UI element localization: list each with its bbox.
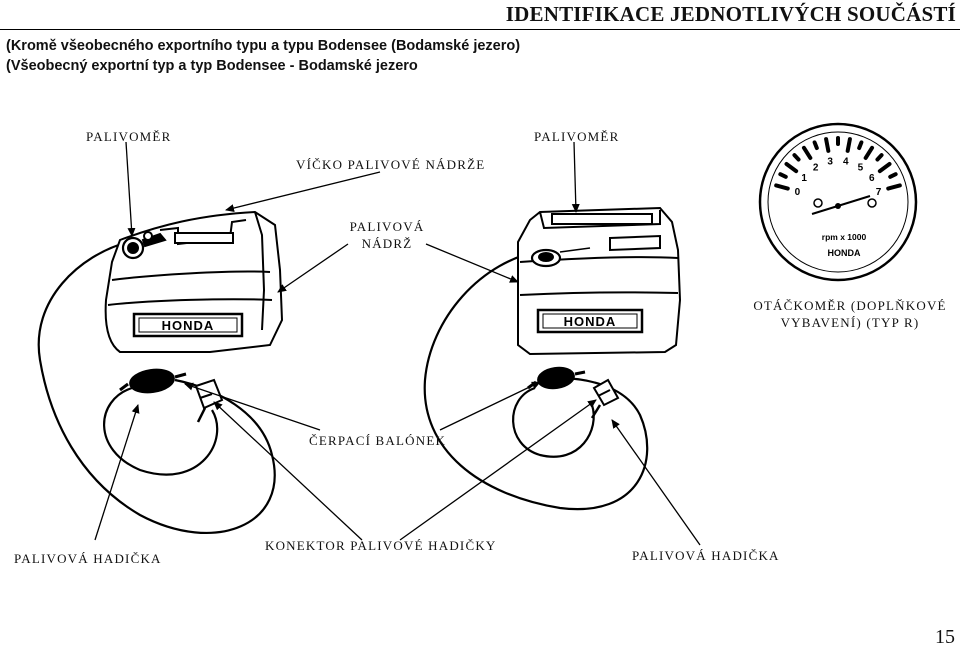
- page-number: 15: [935, 626, 955, 648]
- subtitle-line-1: (Kromě všeobecného exportního typu a typ…: [6, 38, 521, 54]
- label-fuel-gauge-right: PALIVOMĚR: [534, 129, 620, 144]
- leader-fuel-gauge-left: [125, 141, 136, 237]
- leader-fuel-cap: [225, 171, 381, 212]
- tachometer-tick: [792, 153, 801, 162]
- label-tachometer-line-1: OTÁČKOMĚR (DOPLŇKOVÉ: [753, 298, 947, 313]
- leader-connector-left: [213, 401, 363, 541]
- tachometer-tick: [888, 172, 898, 179]
- label-fuel-tank: PALIVOVÁ NÁDRŽ: [344, 218, 430, 252]
- leader-hose-right: [611, 419, 701, 546]
- tachometer-tick: [863, 145, 875, 160]
- right-inner-hose: [512, 386, 595, 458]
- tachometer-brand: HONDA: [828, 248, 861, 258]
- tachometer-tick: [875, 153, 884, 162]
- tachometer-dial-number: 4: [843, 157, 849, 168]
- label-tachometer-line-2: VYBAVENÍ) (TYP R): [780, 315, 920, 330]
- label-fuel-tank-line-2: NÁDRŽ: [361, 236, 413, 251]
- tachometer-tick: [774, 183, 790, 191]
- tachometer-dial-number: 0: [795, 187, 801, 198]
- tachometer-tick: [857, 140, 864, 151]
- tachometer-dial-number: 5: [858, 162, 864, 173]
- tachometer-dial-number: 3: [827, 157, 833, 168]
- tachometer-tick: [824, 137, 831, 153]
- label-primer-bulb: ČERPACÍ BALÓNEK: [309, 433, 447, 448]
- leader-tank-right: [425, 243, 519, 283]
- label-fuel-gauge-left: PALIVOMĚR: [86, 129, 172, 144]
- tachometer-tick: [845, 137, 852, 153]
- left-outer-hose: [37, 240, 276, 535]
- tachometer-tick: [801, 145, 813, 160]
- leader-fuel-gauge-right: [571, 141, 580, 213]
- tachometer-tick: [784, 161, 799, 174]
- leader-bulb-right: [439, 381, 541, 431]
- tachometer-dial-number: 6: [869, 173, 875, 184]
- leader-tank-left: [277, 243, 349, 293]
- page-title: IDENTIFIKACE JEDNOTLIVÝCH SOUČÁSTÍ: [505, 2, 956, 26]
- tachometer-dial-number: 2: [813, 162, 819, 173]
- left-inner-hose: [103, 386, 219, 476]
- hose-connector-right: [590, 378, 620, 419]
- label-tachometer: OTÁČKOMĚR (DOPLŇKOVÉ VYBAVENÍ) (TYP R): [747, 297, 953, 331]
- fuel-hose-loops: [37, 240, 649, 535]
- tachometer-tick: [778, 172, 788, 179]
- leader-hose-left: [94, 404, 140, 541]
- label-hose-connector: KONEKTOR PALIVOVÉ HADIČKY: [265, 538, 497, 553]
- leader-bulb-left: [184, 382, 321, 431]
- right-outer-hose: [423, 248, 649, 511]
- hose-connector-left: [194, 378, 224, 423]
- right-fuel-tank: HONDA: [517, 206, 682, 356]
- label-fuel-hose-left: PALIVOVÁ HADIČKA: [14, 551, 162, 566]
- right-tank-brand: HONDA: [564, 314, 617, 329]
- left-fuel-tank: HONDA: [104, 210, 284, 353]
- primer-bulb-left: [119, 368, 187, 394]
- tachometer-tick: [812, 140, 819, 151]
- tachometer-dial-number: 1: [801, 173, 807, 184]
- tachometer-unit: rpm x 1000: [822, 232, 867, 242]
- label-fuel-hose-right: PALIVOVÁ HADIČKA: [632, 548, 780, 563]
- leader-connector-right: [399, 399, 597, 541]
- subtitle-line-2: (Všeobecný exportní typ a typ Bodensee -…: [6, 58, 418, 74]
- left-tank-brand: HONDA: [162, 318, 215, 333]
- label-fuel-tank-line-1: PALIVOVÁ: [349, 219, 425, 234]
- tachometer-tick: [886, 183, 902, 191]
- tachometer-dial-number: 7: [876, 187, 882, 198]
- leader-lines: [94, 141, 701, 546]
- tachometer-tick: [877, 161, 892, 174]
- title-divider: [0, 29, 960, 30]
- label-fuel-cap: VÍČKO PALIVOVÉ NÁDRŽE: [296, 157, 486, 172]
